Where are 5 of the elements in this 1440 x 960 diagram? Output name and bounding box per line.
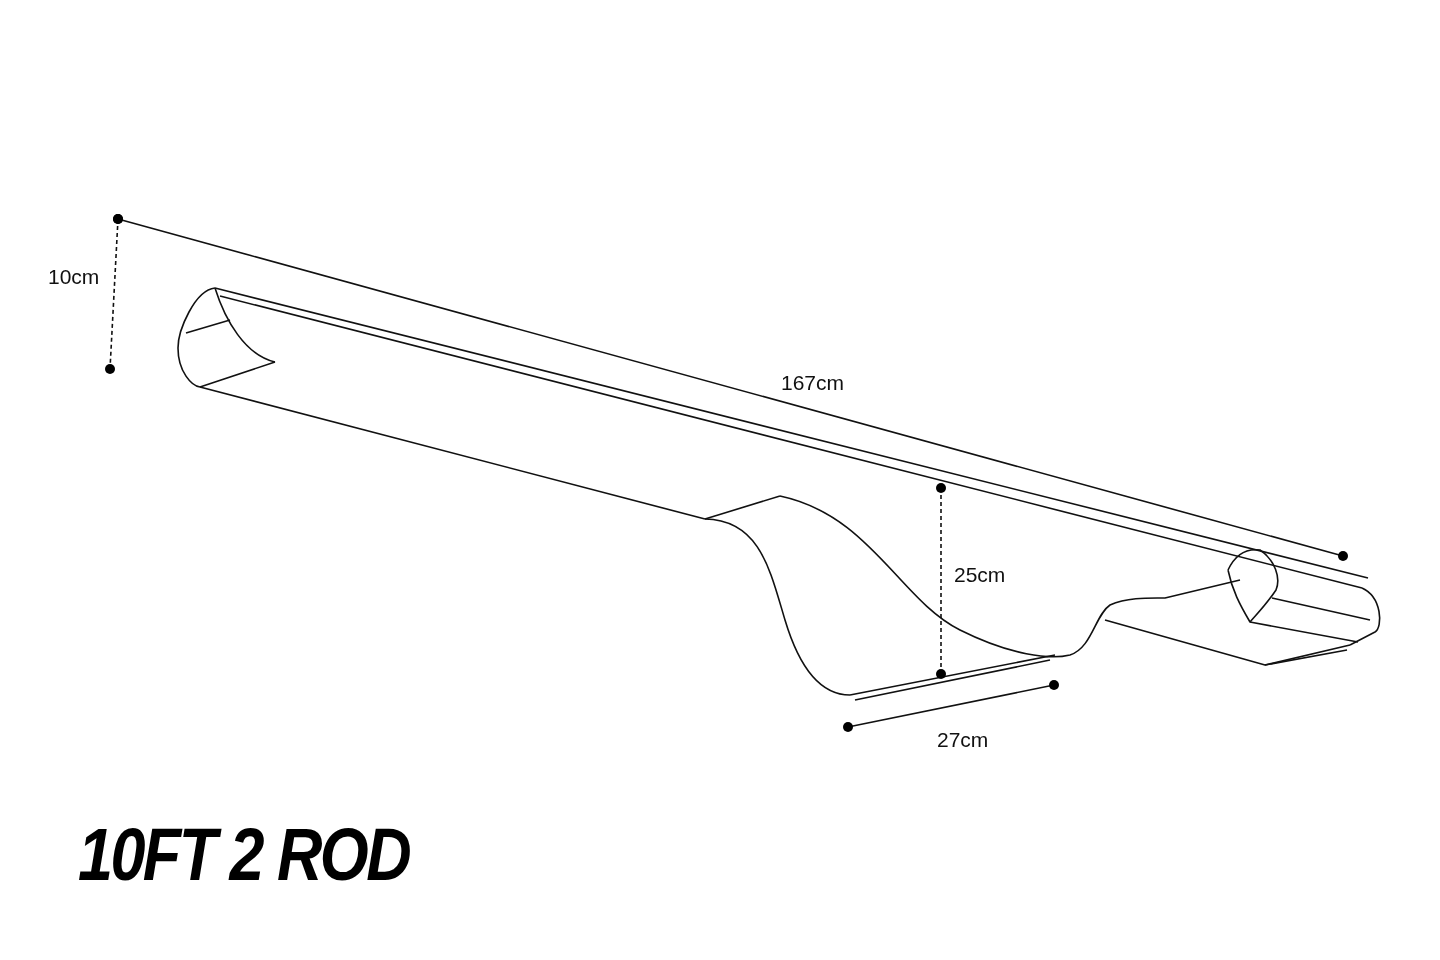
dimension-label: 27cm [937, 729, 989, 750]
dimension-label: 167cm [781, 372, 845, 393]
title: 10FT 2 ROD [78, 818, 409, 892]
dimension-label: 10cm [48, 266, 100, 287]
dimension-label: 25cm [954, 564, 1006, 585]
